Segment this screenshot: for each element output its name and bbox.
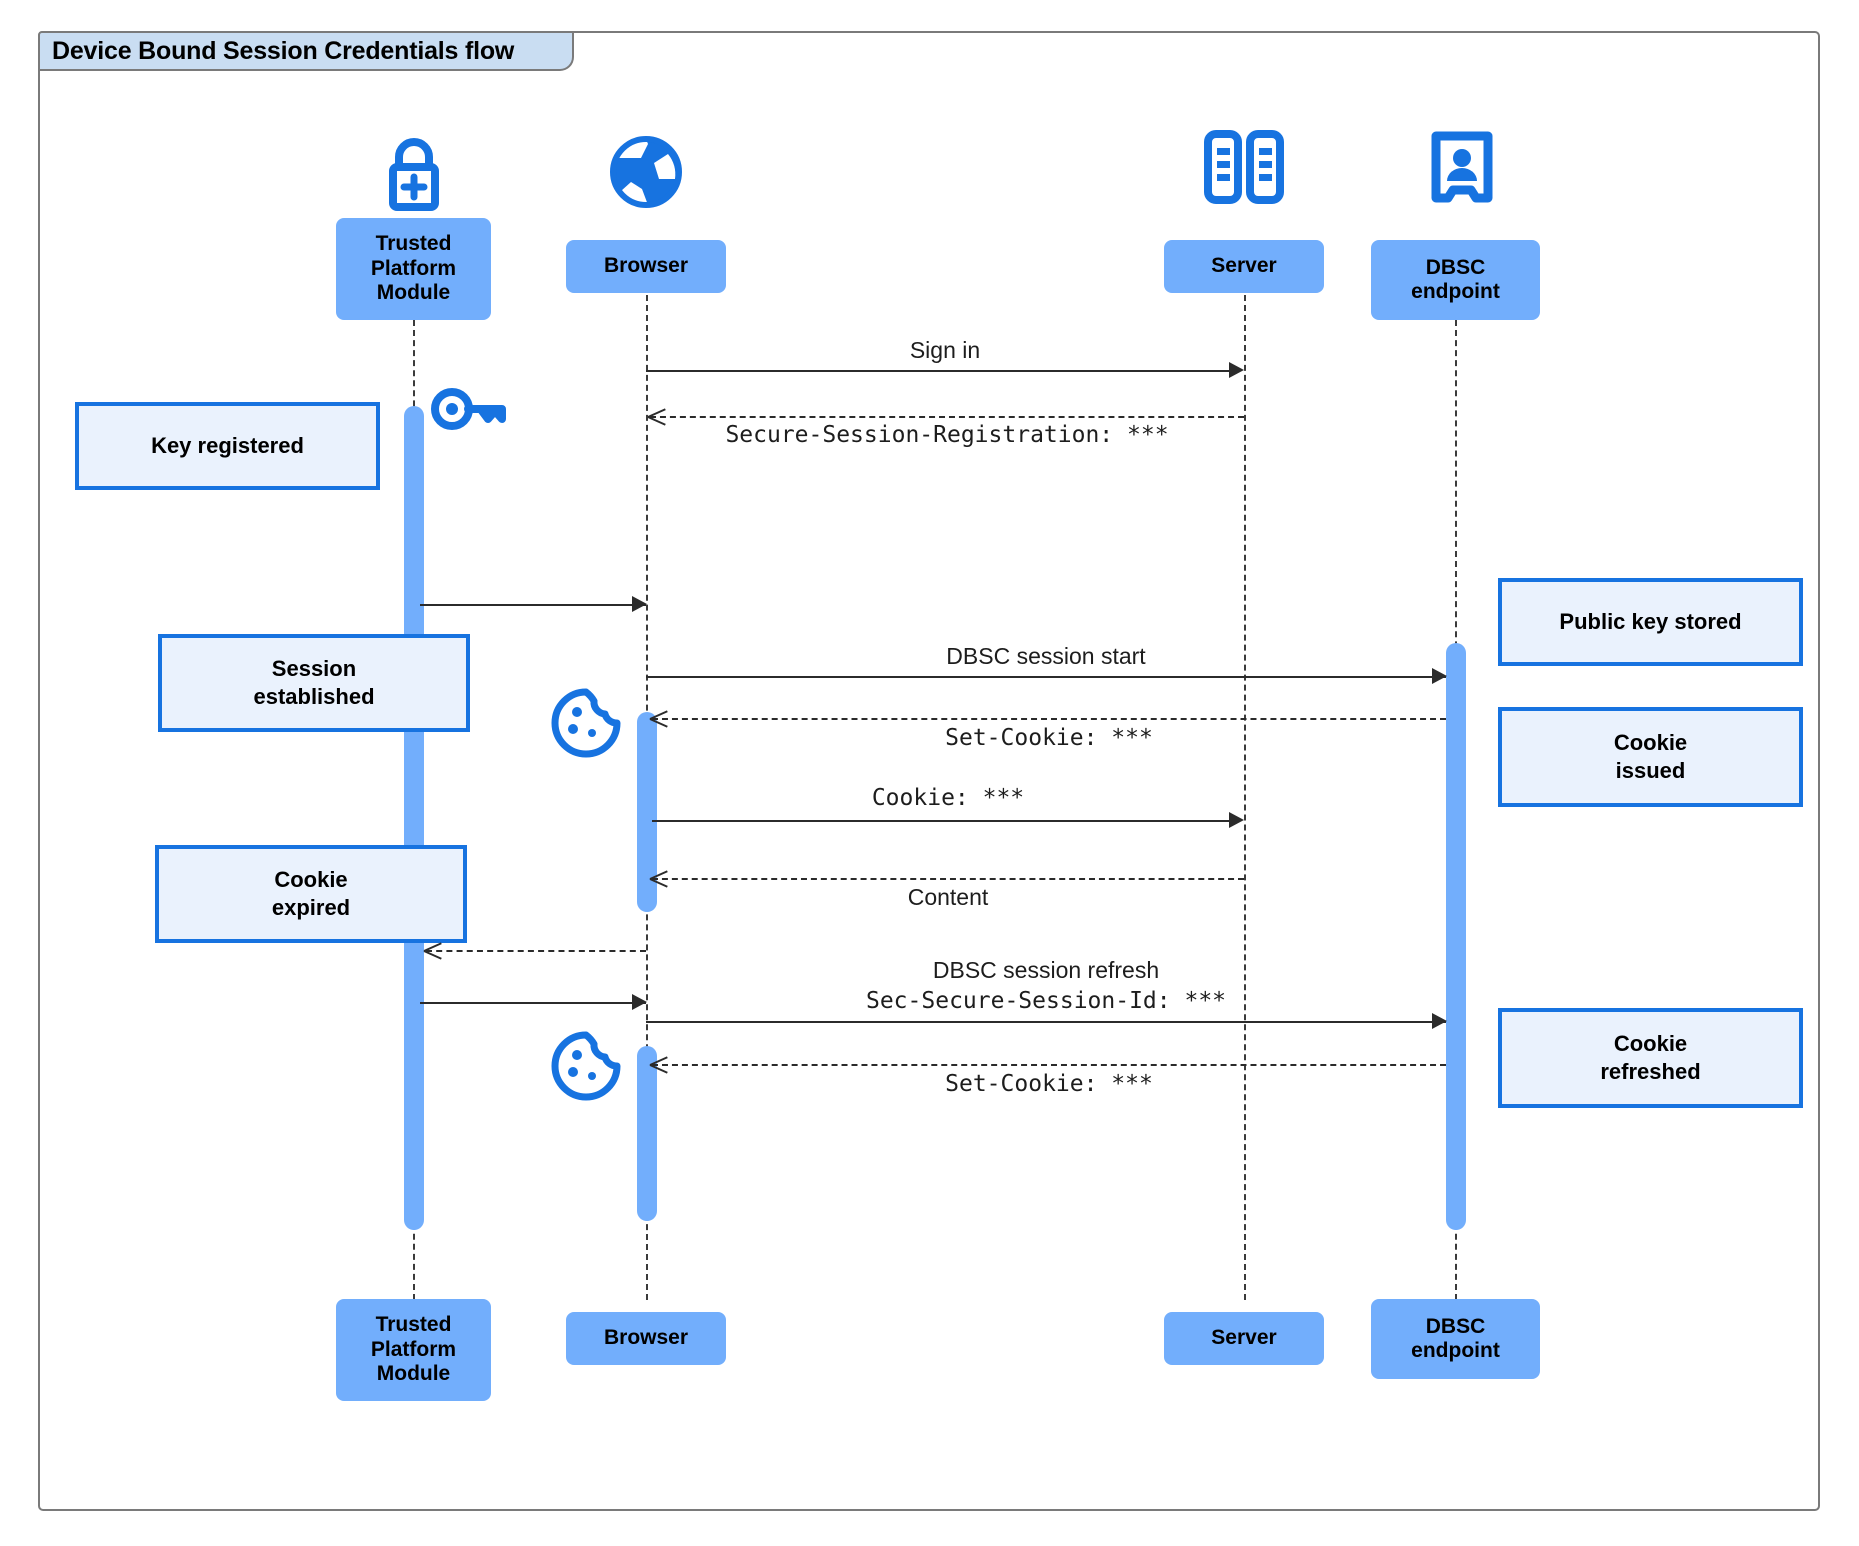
participant-server[interactable]: Server <box>1164 240 1324 293</box>
message-label-m1: Sign in <box>909 337 981 363</box>
message-line-m7 <box>652 878 1244 880</box>
message-line-m8 <box>426 950 646 952</box>
diagram-frame <box>38 31 1820 1511</box>
message-label-m2: Secure-Session-Registration: *** <box>725 422 1169 448</box>
message-label-m6: Cookie: *** <box>871 785 1025 811</box>
key-icon <box>430 385 510 433</box>
server-rack-icon <box>1200 128 1288 212</box>
participant-label: Browser <box>603 1326 689 1350</box>
message-line-m6 <box>652 820 1237 822</box>
message-line-m5 <box>652 718 1446 720</box>
arrow-head-m8 <box>424 941 442 959</box>
message-label-m11: Set-Cookie: *** <box>945 1071 1153 1097</box>
lock-plus-icon <box>372 130 456 214</box>
frame-title-notch <box>548 31 574 71</box>
cookie-icon <box>550 687 622 759</box>
message-line-m3 <box>420 604 646 606</box>
message-label-m4: DBSC session start <box>946 643 1146 669</box>
arrow-head-m6 <box>1229 812 1244 828</box>
activation-tpm <box>404 406 424 1230</box>
arrow-head-m1 <box>1229 362 1244 378</box>
note-public-key-stored: Public key stored <box>1498 578 1803 666</box>
cookie-icon <box>550 1030 622 1102</box>
message-line-m4 <box>646 676 1446 678</box>
note-text: Key registered <box>151 432 304 458</box>
activation-browser-2 <box>637 1046 657 1221</box>
activation-browser-1 <box>637 712 657 912</box>
message-line-m1 <box>646 370 1236 372</box>
lifeline-server <box>1244 285 1246 1300</box>
activation-dbsc <box>1446 643 1466 1230</box>
participant-label: Server <box>1211 254 1277 278</box>
arrow-head-m4 <box>1432 668 1447 684</box>
arrow-head-m9 <box>632 994 647 1010</box>
message-line-m10 <box>646 1021 1446 1023</box>
arrow-head-m3 <box>632 596 647 612</box>
frame-title: Device Bound Session Credentials flow <box>38 31 551 71</box>
participant-label: Browser <box>603 254 689 278</box>
note-text: Public key stored <box>1559 608 1742 634</box>
message-line-m11 <box>652 1064 1446 1066</box>
globe-icon <box>604 130 688 214</box>
message-label-m10: Sec-Secure-Session-Id: *** <box>865 988 1227 1014</box>
message-line-m2 <box>650 416 1244 418</box>
note-key-registered: Key registered <box>75 402 380 490</box>
arrow-head-m10 <box>1432 1013 1447 1029</box>
participant-browser[interactable]: Browser <box>566 240 726 293</box>
id-badge-icon <box>1428 128 1496 212</box>
message-line-m9 <box>420 1002 646 1004</box>
participant-label: Server <box>1211 1326 1277 1350</box>
footer-participant-browser[interactable]: Browser <box>566 1312 726 1365</box>
message-label-m5: Set-Cookie: *** <box>945 725 1153 751</box>
footer-participant-server[interactable]: Server <box>1164 1312 1324 1365</box>
message-label-m9: DBSC session refresh <box>932 957 1160 983</box>
message-label-m7: Content <box>907 884 989 910</box>
